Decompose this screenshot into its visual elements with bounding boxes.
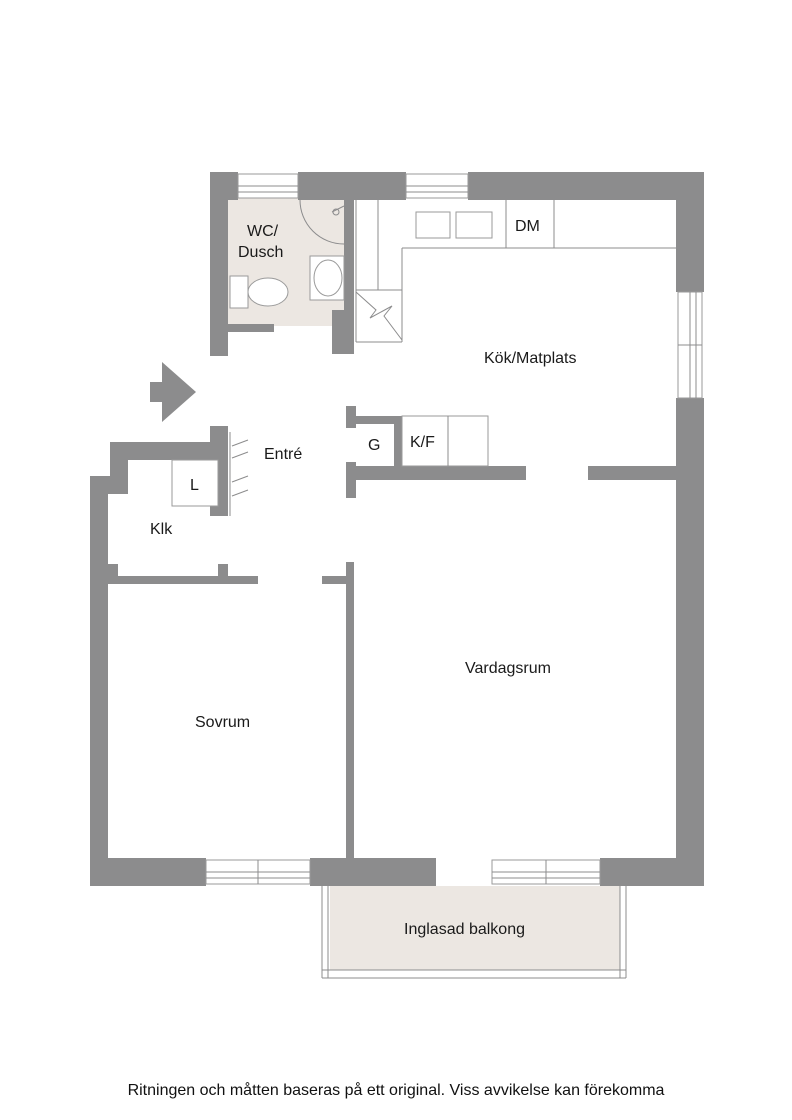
kitchen-label: Kök/Matplats — [484, 350, 576, 367]
fridge-freezer — [401, 415, 489, 467]
wardrobe-hatch — [229, 432, 249, 516]
bedroom-label: Sovrum — [195, 714, 250, 731]
shower-icon — [299, 199, 345, 245]
linen-label: L — [190, 477, 199, 494]
balcony-glazing — [321, 886, 627, 979]
toilet-icon — [229, 275, 289, 309]
closet-g-label: G — [368, 437, 380, 454]
kitchen-counter — [355, 200, 676, 343]
disclaimer-text: Ritningen och måtten baseras på ett orig… — [127, 1082, 665, 1099]
linen-closet — [171, 459, 219, 507]
wc-label: WC/ — [247, 223, 279, 240]
entry-label: Entré — [264, 446, 302, 463]
living-room-label: Vardagsrum — [465, 660, 551, 677]
wc-label-line2: Dusch — [238, 244, 283, 261]
windows — [205, 173, 703, 885]
walls — [90, 172, 704, 886]
balcony-floor — [330, 886, 620, 970]
dishwasher-label: DM — [515, 218, 540, 235]
balcony-label: Inglasad balkong — [404, 921, 525, 938]
klk-label: Klk — [150, 521, 173, 538]
stairs-icon — [355, 200, 403, 341]
sink-icon — [309, 255, 345, 301]
entrance-arrow-icon — [150, 362, 196, 422]
fridge-label: K/F — [410, 434, 435, 451]
